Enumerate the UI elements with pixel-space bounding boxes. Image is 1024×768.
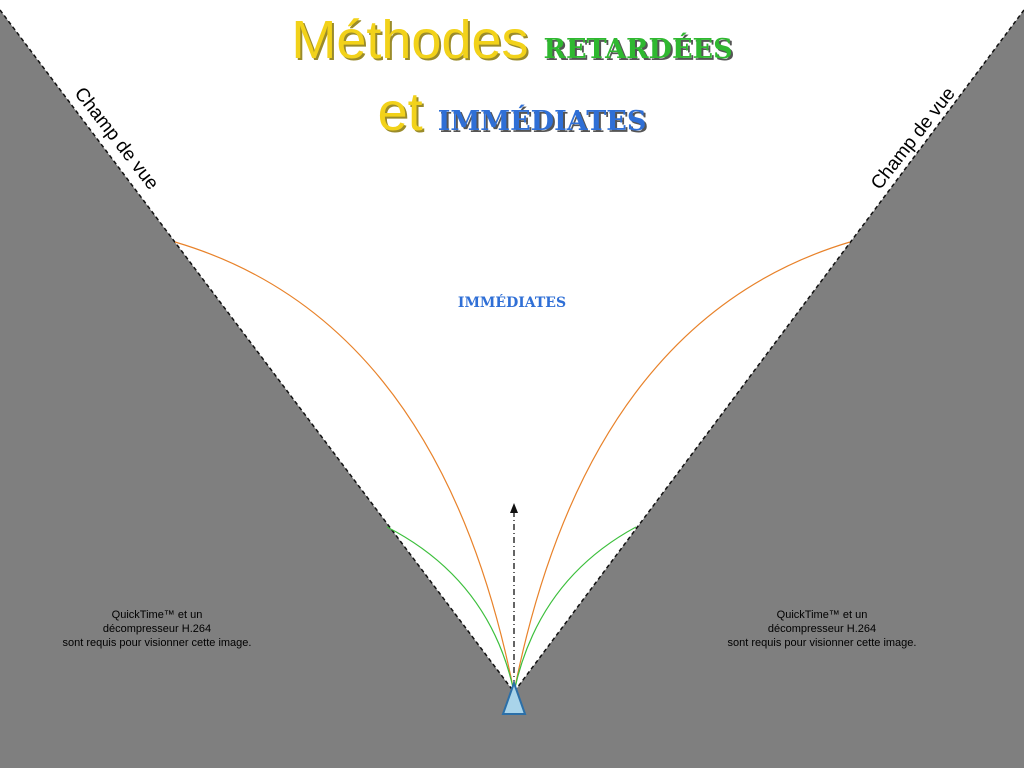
title-line-1: Méthodes retardées — [0, 10, 1024, 75]
direction-arrow-head — [510, 503, 518, 513]
title-methodes: Méthodes — [291, 10, 529, 70]
fov-boundary-right — [513, 9, 1024, 693]
placeholder-line: QuickTime™ et un — [776, 609, 868, 621]
placeholder-line: QuickTime™ et un — [111, 609, 203, 621]
curve-delayed-left — [386, 526, 515, 693]
quicktime-placeholder-left: QuickTime™ et un décompresseur H.264 son… — [17, 608, 297, 650]
placeholder-line: décompresseur H.264 — [767, 623, 877, 635]
title-retardees: retardées — [543, 22, 733, 67]
title-line-2: et immédiates — [0, 82, 1024, 147]
placeholder-line: sont requis pour visionner cette image. — [727, 637, 917, 649]
placeholder-line: sont requis pour visionner cette image. — [62, 637, 252, 649]
curve-immediate-right — [513, 241, 851, 693]
field-of-view-area — [0, 0, 1024, 692]
placeholder-line: décompresseur H.264 — [102, 623, 212, 635]
label-immediates: immédiates — [457, 288, 567, 312]
curve-immediate-left — [174, 241, 515, 693]
observer-icon — [501, 680, 527, 715]
title-et: et — [377, 82, 423, 142]
quicktime-placeholder-right: QuickTime™ et un décompresseur H.264 son… — [682, 608, 962, 650]
curve-delayed-right — [513, 526, 637, 693]
fov-boundary-left — [0, 9, 515, 693]
title-immediates: immédiates — [437, 94, 647, 139]
